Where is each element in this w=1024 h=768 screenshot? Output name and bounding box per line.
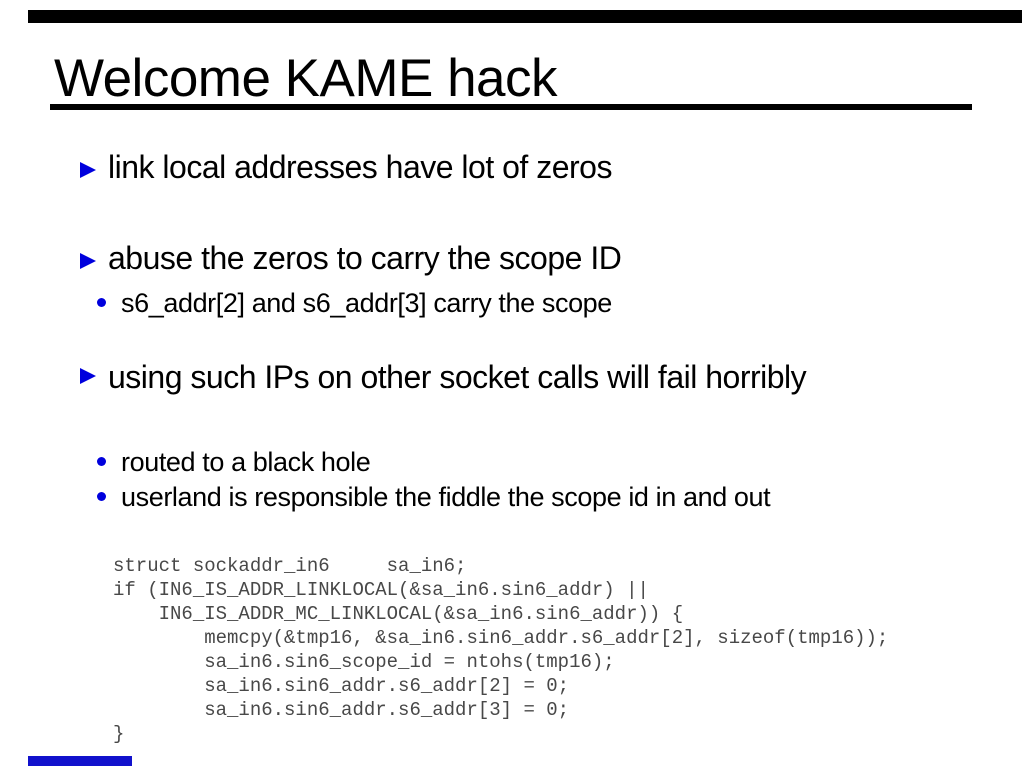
title-underline [50,104,972,110]
code-block: struct sockaddr_in6 sa_in6; if (IN6_IS_A… [113,554,888,746]
sub-bullet-item: routed to a black hole [121,447,371,477]
code-line: struct sockaddr_in6 sa_in6; [113,555,467,577]
bullet-item: link local addresses have lot of zeros [108,149,612,185]
bullet-dot-icon [97,457,106,466]
bullet-dot-icon [97,492,106,501]
bullet-dot-icon [97,298,106,307]
slide-title: Welcome KAME hack [54,49,558,108]
code-line: memcpy(&tmp16, &sa_in6.sin6_addr.s6_addr… [113,627,889,649]
code-line: } [113,723,125,745]
bottom-accent-bar [28,756,132,766]
sub-bullet-item: s6_addr[2] and s6_addr[3] carry the scop… [121,288,612,318]
sub-bullet-item: userland is responsible the fiddle the s… [121,482,771,512]
code-line: IN6_IS_ADDR_MC_LINKLOCAL(&sa_in6.sin6_ad… [113,603,684,625]
code-line: if (IN6_IS_ADDR_LINKLOCAL(&sa_in6.sin6_a… [113,579,649,601]
bullet-triangle-icon [80,162,96,178]
bullet-item: abuse the zeros to carry the scope ID [108,240,622,276]
bullet-triangle-icon [80,253,96,269]
bullet-triangle-icon [80,368,96,384]
bullet-item: using such IPs on other socket calls wil… [108,359,807,395]
code-line: sa_in6.sin6_addr.s6_addr[2] = 0; [113,675,570,697]
code-line: sa_in6.sin6_scope_id = ntohs(tmp16); [113,651,615,673]
code-line: sa_in6.sin6_addr.s6_addr[3] = 0; [113,699,570,721]
top-bar [28,10,1022,23]
